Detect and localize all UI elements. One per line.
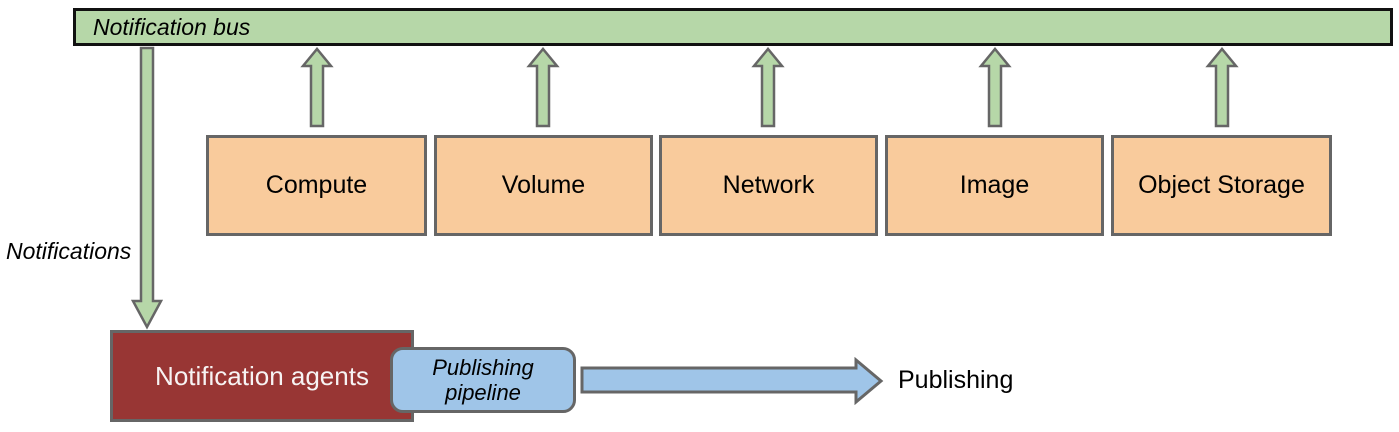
service-box-image: Image <box>885 135 1104 236</box>
image-to-bus-arrow-icon <box>978 47 1012 128</box>
object-storage-to-bus-arrow-icon <box>1205 47 1239 128</box>
pipeline-to-publishing-arrow-icon <box>580 357 884 405</box>
service-box-label: Volume <box>501 171 586 199</box>
service-box-label: Object Storage <box>1138 171 1305 199</box>
notification-bus-bar: Notification bus <box>73 8 1393 46</box>
bus-to-agents-arrow-icon <box>130 46 164 330</box>
service-box-label: Image <box>959 171 1030 199</box>
compute-to-bus-arrow-icon <box>300 47 334 128</box>
publishing-pipeline-label-line1: Publishing <box>432 354 534 380</box>
service-box-label: Network <box>722 171 815 199</box>
volume-to-bus-arrow-icon <box>526 47 560 128</box>
notification-agents-label: Notification agents <box>155 360 369 391</box>
notification-bus-label: Notification bus <box>93 13 251 40</box>
publishing-pipeline-box: Publishing pipeline <box>390 347 576 413</box>
network-to-bus-arrow-icon <box>751 47 785 128</box>
service-box-label: Compute <box>265 171 368 199</box>
publishing-label: Publishing <box>898 366 1014 394</box>
notification-agents-box: Notification agents <box>110 330 414 422</box>
service-box-compute: Compute <box>206 135 427 236</box>
publishing-pipeline-label-line2: pipeline <box>445 380 521 405</box>
service-box-object-storage: Object Storage <box>1111 135 1332 236</box>
notifications-label: Notifications <box>6 238 132 264</box>
service-box-volume: Volume <box>434 135 653 236</box>
service-box-network: Network <box>659 135 878 236</box>
